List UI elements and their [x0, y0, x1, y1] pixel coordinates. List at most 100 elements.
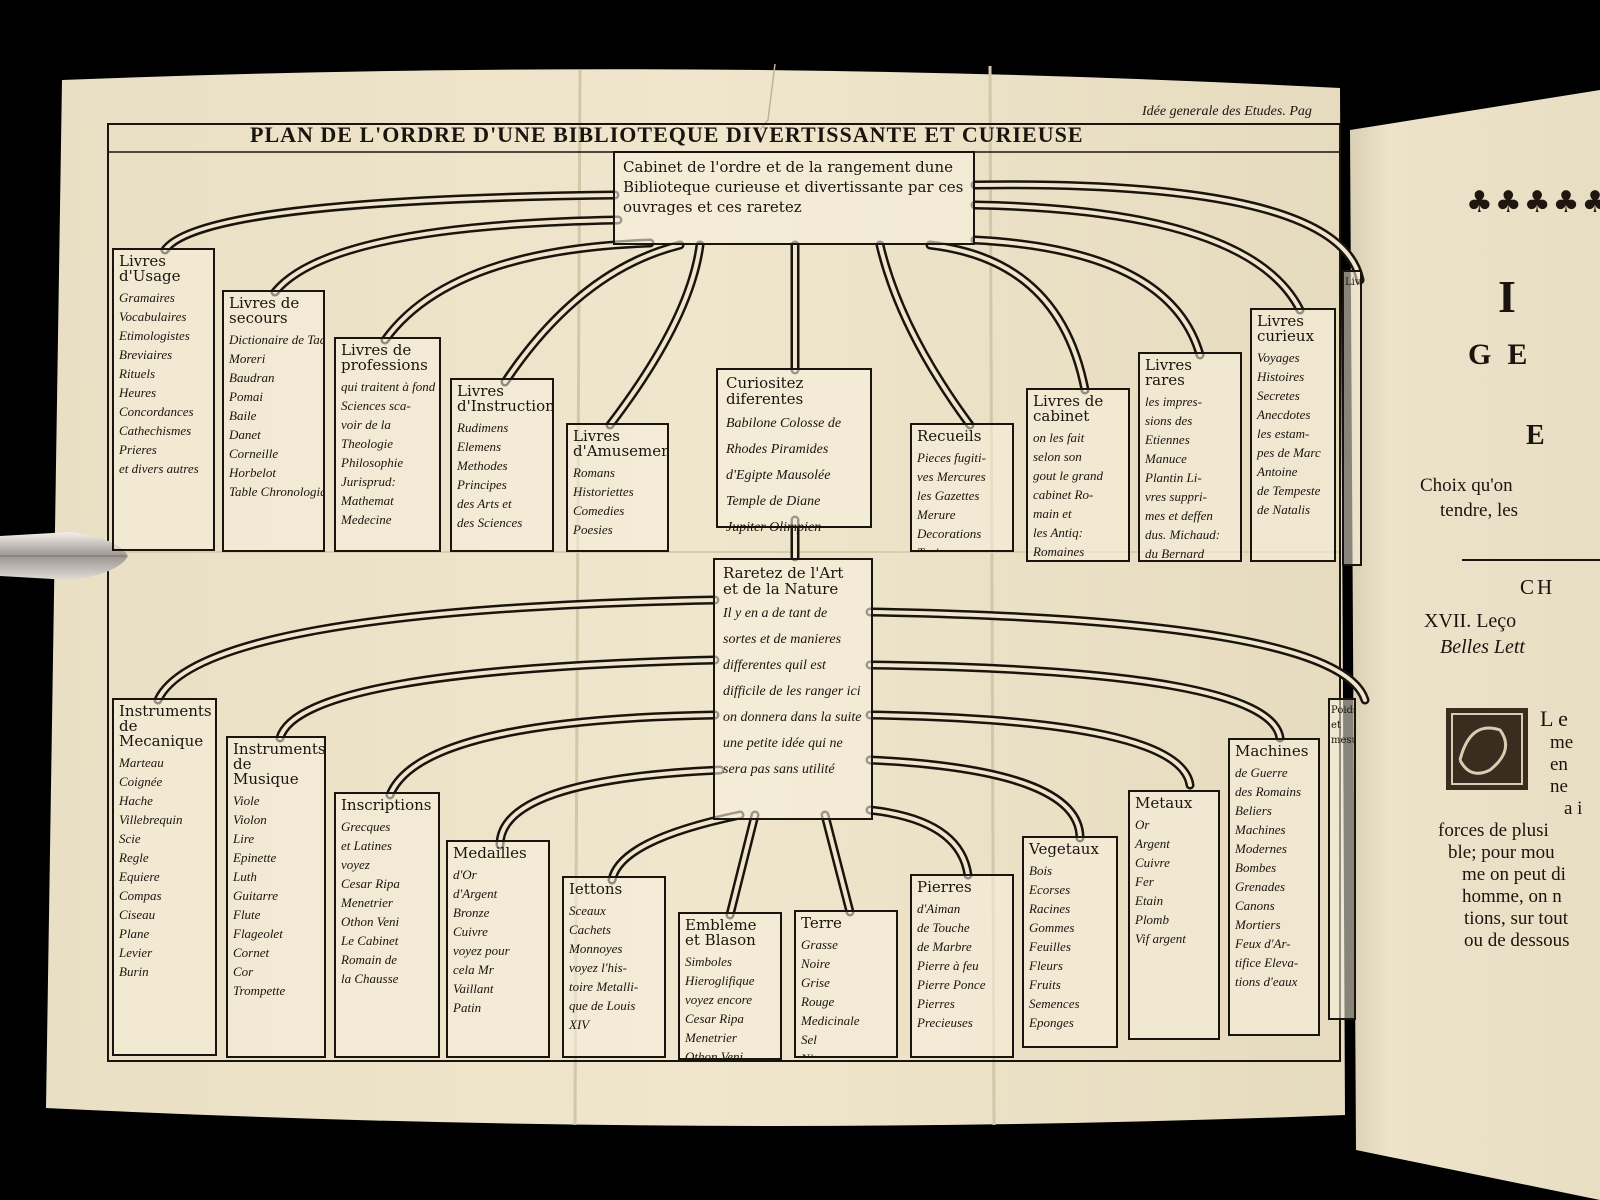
- box-item: Theologie: [341, 436, 393, 451]
- box-title: Inscriptions: [341, 796, 432, 814]
- ornament-icon: ♣♣♣♣♣: [1466, 185, 1600, 220]
- box-item: et divers autres: [119, 461, 199, 476]
- box-instruments-mecanique: Instruments de Mecanique Marteau Coignée…: [112, 698, 217, 1056]
- box-item: Fer: [1135, 874, 1154, 889]
- box-item: Merure: [917, 507, 956, 522]
- box-item: selon son: [1033, 449, 1082, 464]
- box-item: Gramaires: [119, 290, 175, 305]
- box-item: de Natalis: [1257, 502, 1311, 517]
- box-item: Scie: [119, 831, 141, 846]
- box-item: Ecorses: [1029, 882, 1071, 897]
- box-title: Instruments de Mecanique: [119, 702, 212, 750]
- box-item: Cuivre: [1135, 855, 1170, 870]
- box-item: Compas: [119, 888, 162, 903]
- box-item: Le Cabinet: [341, 933, 399, 948]
- box-item: Cachets: [569, 922, 611, 937]
- box-item: Decorations: [917, 526, 982, 541]
- box-pierres: Pierres d'Aiman de Touche de Marbre Pier…: [910, 874, 1014, 1058]
- box-livres-amusement: Livres d'Amusement Romans Historiettes C…: [566, 423, 669, 552]
- box-item: Histoires: [1257, 369, 1305, 384]
- box-title: Pierres: [917, 878, 972, 896]
- box-item: Fruits: [1029, 977, 1061, 992]
- chapter-heading: CH: [1520, 575, 1556, 599]
- body-line: en: [1550, 754, 1568, 775]
- page-line: tendre, les: [1440, 500, 1519, 521]
- box-title: Curiositez diferentes: [726, 374, 804, 408]
- box-item: XIV: [569, 1017, 590, 1032]
- box-item: Lire: [233, 831, 255, 846]
- page-heading: GE: [1468, 338, 1544, 371]
- box-iettons: Iettons Sceaux Cachets Monnoyes voyez l'…: [562, 876, 666, 1058]
- box-livres-usage: Livres d'Usage Gramaires Vocabulaires Et…: [112, 248, 215, 551]
- box-item: Epinette: [233, 850, 277, 865]
- box-title: Vegetaux: [1029, 840, 1099, 858]
- box-item: voir de la: [341, 417, 391, 432]
- box-item: Menetrier: [341, 895, 393, 910]
- box-item: Racines: [1029, 901, 1071, 916]
- box-terre: Terre Grasse Noire Grise Rouge Medicinal…: [794, 910, 898, 1058]
- box-item: Nitre: [801, 1049, 891, 1056]
- dropcap-ornament: [1446, 708, 1528, 790]
- box-item: vres suppri-: [1145, 489, 1207, 504]
- box-item: Pieces fugiti-: [917, 450, 986, 465]
- box-item: Simboles: [685, 954, 732, 969]
- central-box: Cabinet de l'ordre et de la rangement du…: [613, 151, 975, 245]
- box-item: Etain: [1135, 893, 1164, 908]
- box-item: sions des: [1145, 413, 1193, 428]
- box-item: Noire: [801, 956, 831, 971]
- box-inscriptions: Inscriptions Grecques et Latines voyez C…: [334, 792, 440, 1058]
- box-title: Recueils: [917, 427, 982, 445]
- box-title: Poids et mesures: [1331, 705, 1356, 746]
- box-item: Cor: [233, 964, 254, 979]
- box-item: main et: [1033, 506, 1072, 521]
- box-item: Comedies: [573, 503, 625, 518]
- box-title: Medailles: [453, 844, 527, 862]
- box-item: Methodes: [457, 458, 508, 473]
- box-item: Cuivre: [453, 924, 488, 939]
- box-item: cabinet Ro-: [1033, 487, 1094, 502]
- box-item: les impres-: [1145, 394, 1202, 409]
- box-item: Grise: [801, 975, 830, 990]
- box-title: Terre: [801, 914, 842, 932]
- box-item: Romaines: [1033, 544, 1085, 559]
- box-item: Dictionaire de Tachard: [229, 332, 325, 347]
- box-item: Horbelot: [229, 465, 276, 480]
- box-item: Moreri: [229, 351, 266, 366]
- box-item: toire Metalli-: [569, 979, 639, 994]
- box-title: Embleme et Blason: [685, 916, 757, 949]
- box-item: ves Mercures: [917, 469, 986, 484]
- box-item: Or: [1135, 817, 1150, 832]
- box-item: que de Louis: [569, 998, 636, 1013]
- box-item: Sceaux: [569, 903, 606, 918]
- box-item: Breviaires: [119, 347, 173, 362]
- box-item: Elemens: [457, 439, 502, 454]
- box-item: Corneille: [229, 446, 279, 461]
- box-item: Canons: [1235, 898, 1275, 913]
- box-item: de Guerre: [1235, 765, 1288, 780]
- box-item: Flute: [233, 907, 261, 922]
- page-subheading: E: [1526, 420, 1545, 451]
- box-title: Livres curieux: [1257, 312, 1315, 345]
- box-item: de Touche: [917, 920, 970, 935]
- box-item: Plantin Li-: [1145, 470, 1202, 485]
- box-vegetaux: Vegetaux Bois Ecorses Racines Gommes Feu…: [1022, 836, 1118, 1048]
- box-item: voyez: [341, 857, 370, 872]
- box-item: Manuce: [1145, 451, 1187, 466]
- box-livres-cabinet: Livres de cabinet on les fait selon son …: [1026, 388, 1130, 562]
- box-item: de Tempeste: [1257, 483, 1321, 498]
- box-item: Medicinale: [801, 1013, 860, 1028]
- box-title: Livres d'Instructions: [457, 382, 554, 415]
- box-item: Voyages: [1257, 350, 1300, 365]
- box-title: Livres d'Amusement: [573, 427, 669, 460]
- box-item: dus. Michaud:: [1145, 527, 1221, 542]
- box-item: Concordances: [119, 404, 194, 419]
- box-item: Etimologistes: [119, 328, 190, 343]
- box-item: Viole: [233, 793, 260, 808]
- box-item: Heures: [119, 385, 157, 400]
- box-item: Cesar Ripa: [341, 876, 400, 891]
- box-item: Hieroglifique: [685, 973, 755, 988]
- box-item: Romans: [573, 465, 615, 480]
- box-item: Flageolet: [233, 926, 283, 941]
- box-title: Raretez de l'Art et de la Nature: [723, 564, 844, 598]
